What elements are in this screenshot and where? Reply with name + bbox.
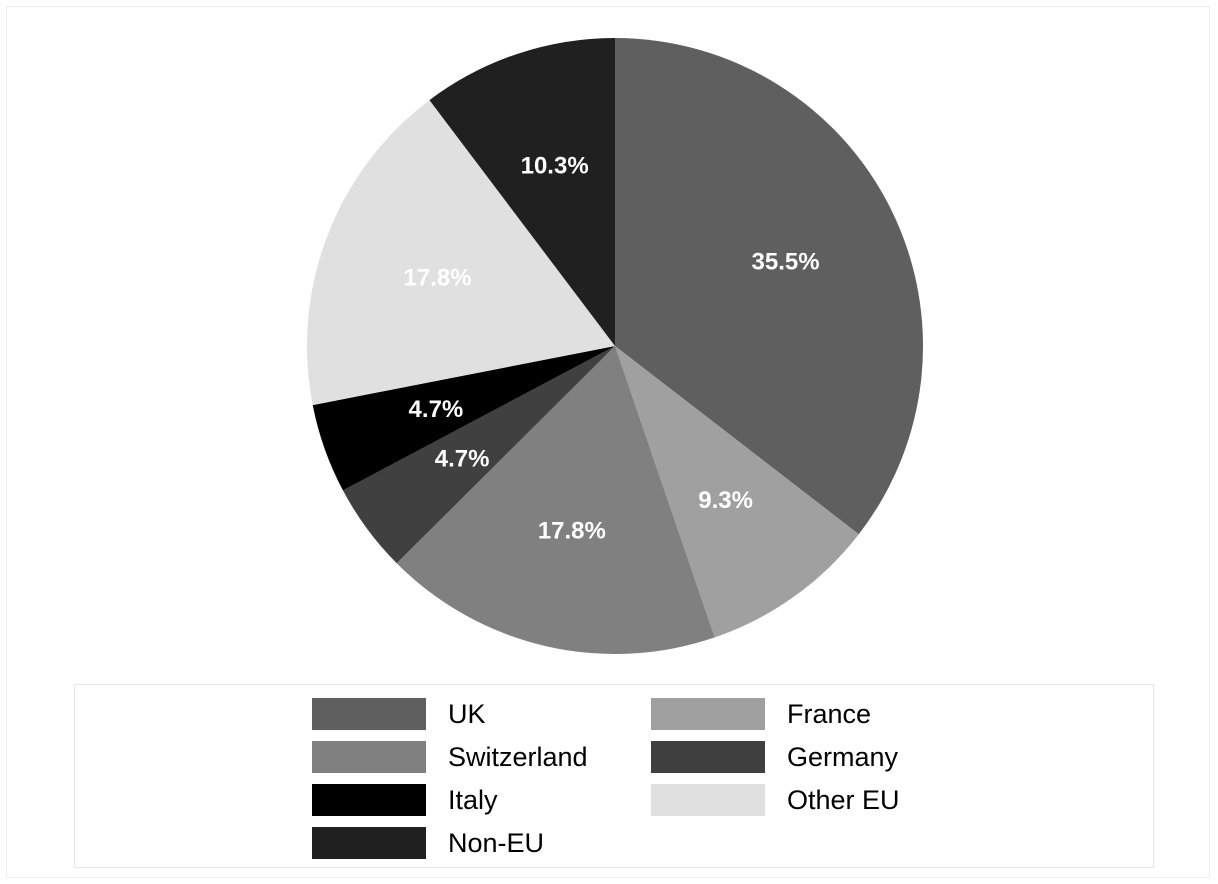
legend-label: UK	[448, 698, 486, 729]
legend-label: Switzerland	[448, 741, 588, 772]
legend-label: Germany	[787, 741, 899, 772]
legend-swatch	[651, 698, 765, 730]
legend-label: Non-EU	[448, 827, 545, 858]
legend-swatch	[651, 784, 765, 816]
pie-slice-uk	[615, 38, 923, 535]
legend-item: France	[651, 697, 871, 731]
chart-frame	[6, 6, 1210, 878]
pie-slice-france	[615, 346, 859, 638]
legend-item: Germany	[651, 740, 898, 774]
pie-slice-germany	[342, 346, 615, 564]
legend-item: Non-EU	[312, 826, 544, 860]
slice-value-label: 4.7%	[435, 445, 490, 472]
legend-swatch	[312, 827, 426, 859]
pie-slices	[307, 37, 923, 654]
legend-item: Other EU	[651, 783, 900, 817]
pie-slice-switzerland	[396, 346, 715, 654]
legend-swatch	[312, 784, 426, 816]
legend-item: UK	[312, 697, 486, 731]
slice-value-label: 17.8%	[404, 265, 472, 292]
pie-slice-italy	[312, 346, 615, 491]
legend-item: Switzerland	[312, 740, 588, 774]
slice-value-label: 10.3%	[521, 152, 589, 179]
legend-label: Other EU	[787, 784, 900, 815]
legend-label: Italy	[448, 784, 498, 815]
legend-item: Italy	[312, 783, 498, 817]
legend-swatch	[312, 698, 426, 730]
legend-swatch	[312, 741, 426, 773]
slice-value-label: 35.5%	[752, 249, 820, 276]
slice-value-label: 17.8%	[538, 518, 606, 545]
pie-slice-other-eu	[307, 100, 615, 406]
pie-labels: 35.5% 9.3% 17.8% 4.7% 4.7% 17.8% 10.3%	[404, 152, 820, 544]
pie-slice-non-eu	[429, 37, 615, 346]
legend-swatch	[651, 741, 765, 773]
slice-value-label: 9.3%	[698, 487, 753, 514]
slice-value-label: 4.7%	[409, 396, 464, 423]
legend-label: France	[787, 698, 872, 729]
